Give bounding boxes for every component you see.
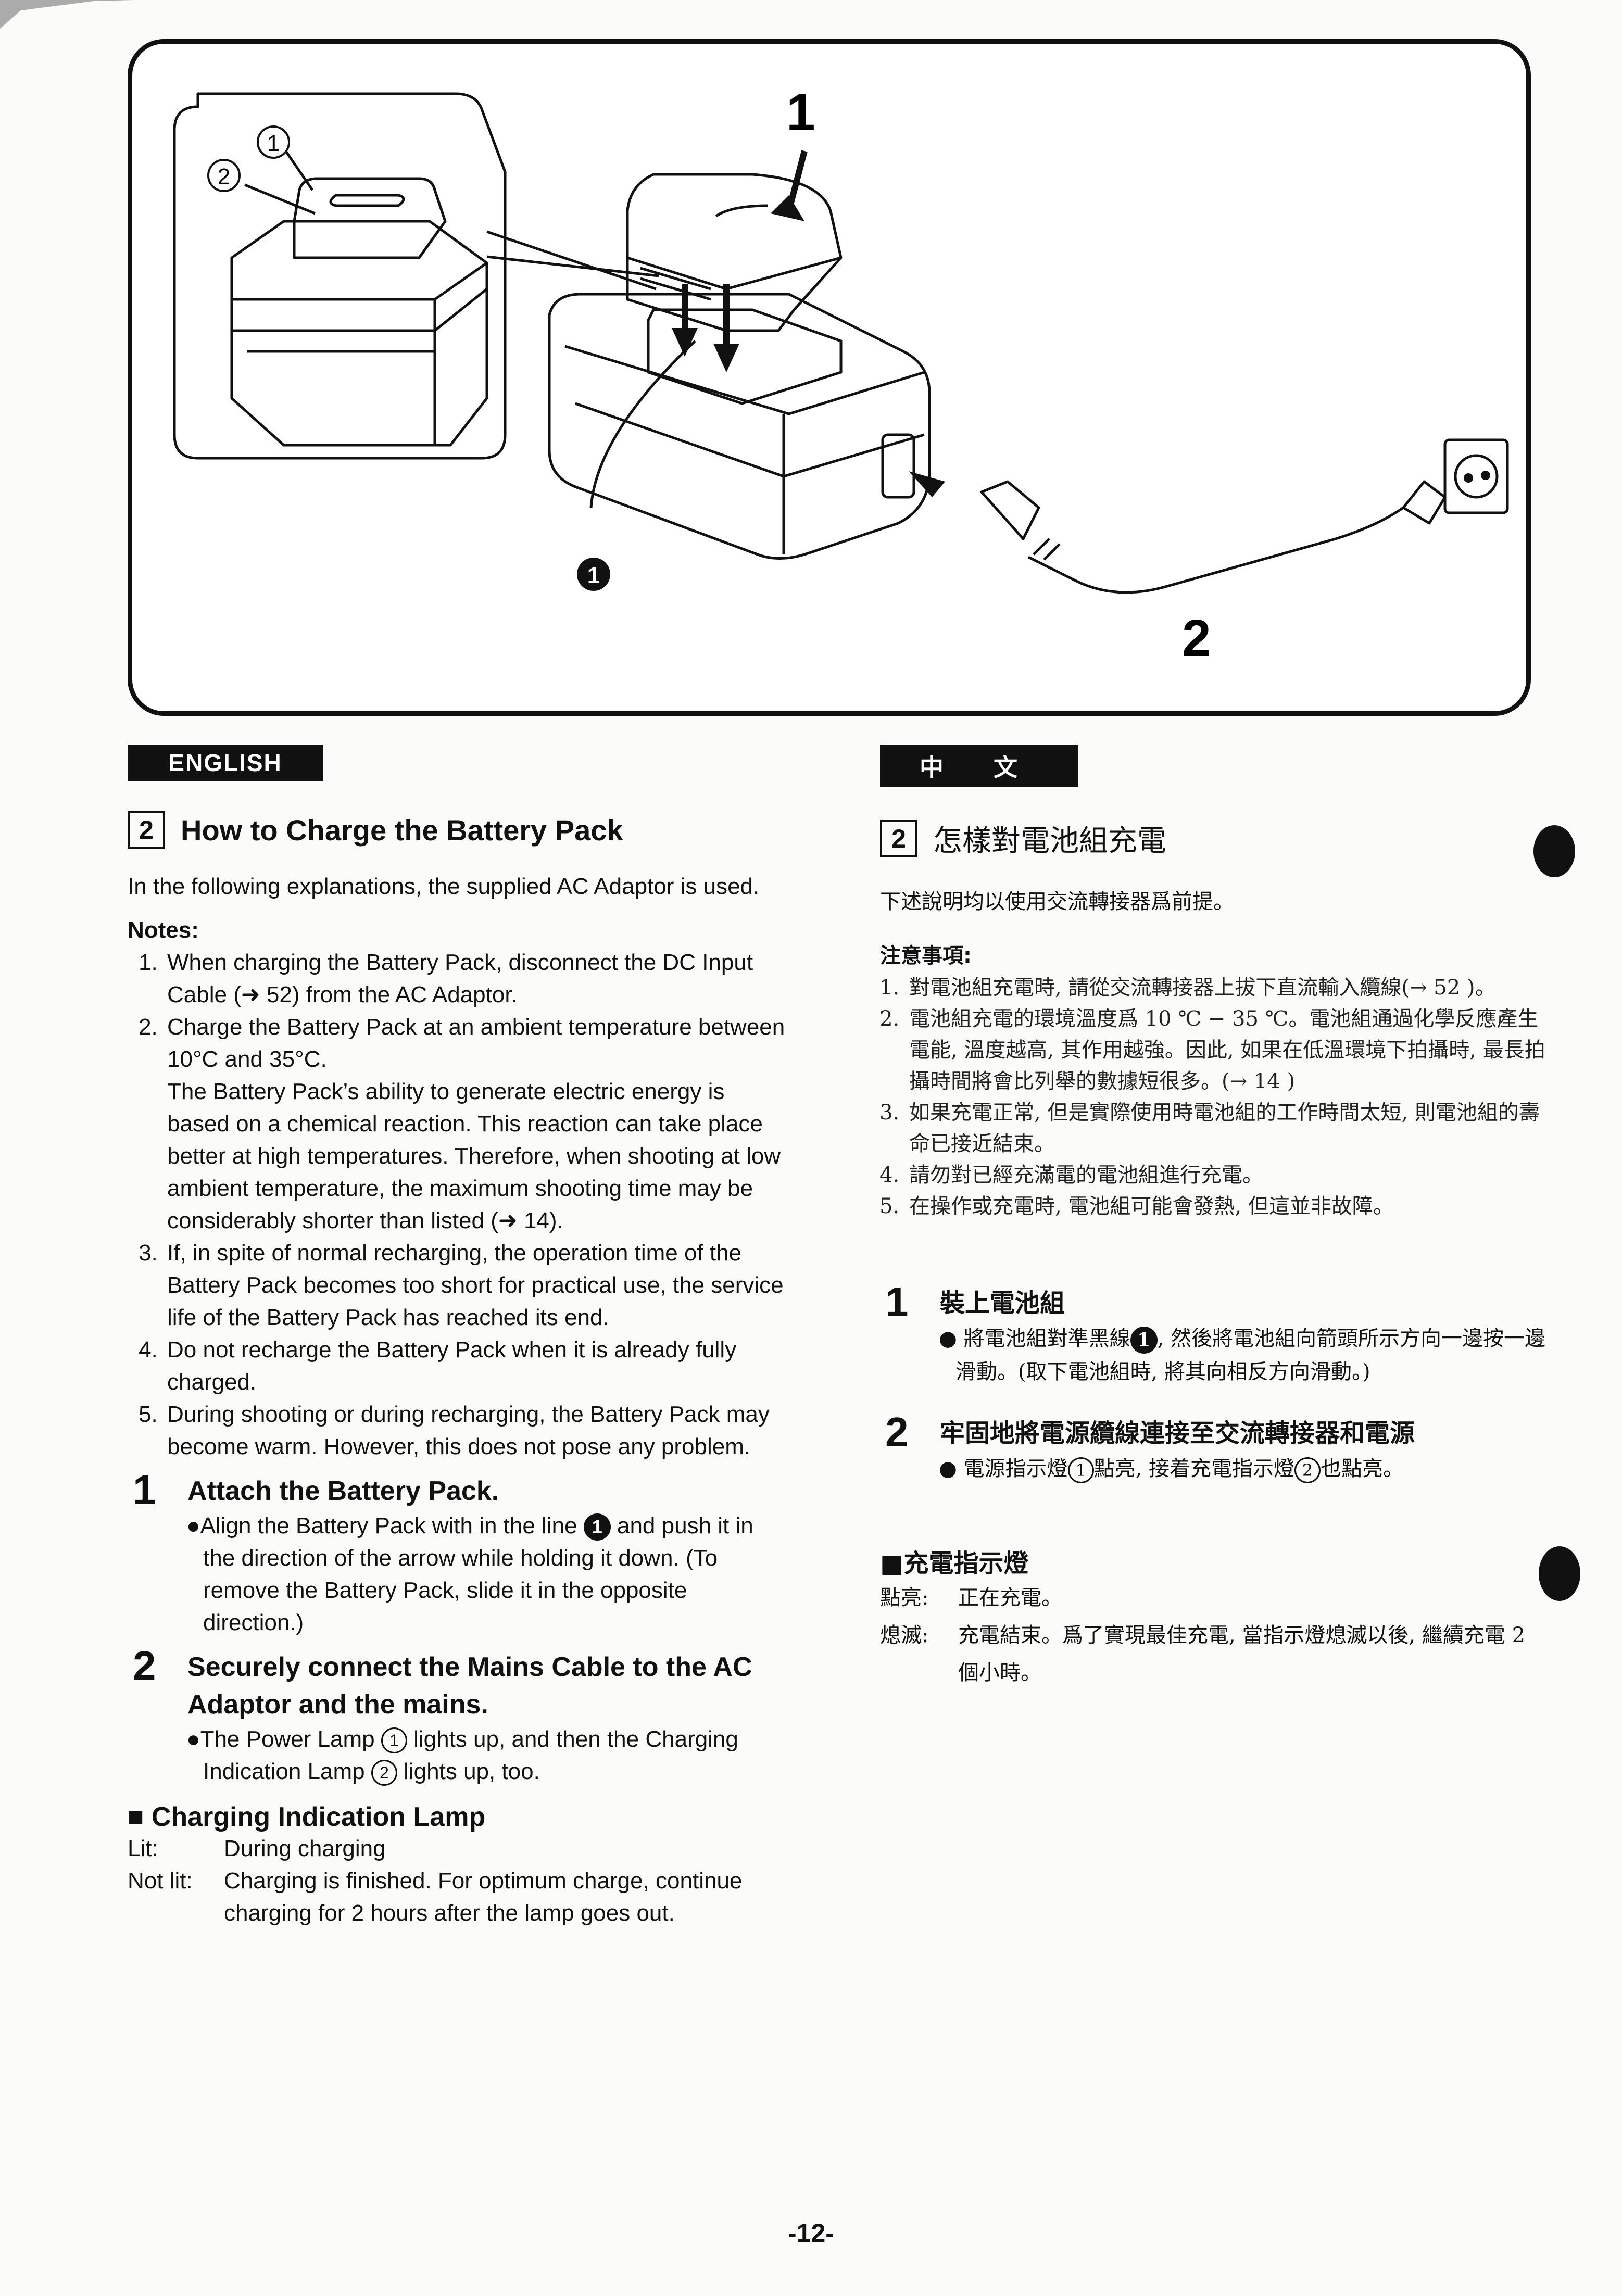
english-column: ENGLISH 2 How to Charge the Battery Pack…: [128, 745, 789, 1929]
chinese-column: 中 文 2 怎樣對電池組充電 下述說明均以使用交流轉接器爲前提。 注意事項: 對…: [880, 745, 1546, 1692]
note-2-detail: The Battery Pack’s ability to generate e…: [167, 1079, 781, 1233]
wall-socket: [1443, 438, 1509, 514]
ring-1-icon: 1: [1067, 1457, 1094, 1483]
svg-text:1: 1: [267, 131, 280, 156]
callout-1: 1: [786, 83, 815, 142]
step-1: 1 Attach the Battery Pack. ●Align the Ba…: [128, 1467, 789, 1639]
lamp-title: ■ Charging Indication Lamp: [128, 1802, 486, 1832]
intro-text: 下述說明均以使用交流轉接器爲前提。: [880, 890, 1234, 914]
section-title: 怎樣對電池組充電: [933, 824, 1166, 858]
inset-battery: [293, 177, 447, 259]
note-item: Do not recharge the Battery Pack when it…: [164, 1334, 789, 1398]
charging-illustration: 1 2 1 2 1: [173, 83, 1509, 667]
note-item: 對電池組充電時, 請從交流轉接器上拔下直流輸入纜線(→ 52 )。: [906, 972, 1546, 1003]
figure-frame: [128, 39, 1531, 716]
black-marker-1-icon: 1: [1130, 1327, 1158, 1354]
note-item: When charging the Battery Pack, disconne…: [164, 947, 789, 1011]
mains-cable: [1027, 506, 1404, 594]
lamp-row-lit: Lit:During charging: [128, 1836, 386, 1861]
step-number: 2: [133, 1643, 156, 1689]
note-item: 如果充電正常, 但是實際使用時電池組的工作時間太短, 則電池組的壽命已接近結束。: [906, 1097, 1546, 1159]
note-item: Charge the Battery Pack at an ambient te…: [164, 1011, 789, 1237]
step-title: Securely connect the Mains Cable to the …: [187, 1652, 752, 1720]
section-heading: 2 How to Charge the Battery Pack: [128, 811, 789, 849]
intro-text: In the following explanations, the suppl…: [128, 874, 760, 899]
step-number: 2: [885, 1409, 909, 1455]
black-marker-1-icon: 1: [583, 1513, 611, 1541]
step-number: 1: [133, 1467, 156, 1513]
step-title: 裝上電池組: [940, 1289, 1065, 1318]
note-item: If, in spite of normal recharging, the o…: [164, 1237, 789, 1334]
note-item: During shooting or during recharging, th…: [164, 1398, 789, 1463]
lamp-row-lit: 點亮:正在充電。: [880, 1586, 1062, 1610]
section-number: 2: [128, 811, 165, 849]
callout-2: 2: [1182, 609, 1211, 667]
step-title: Attach the Battery Pack.: [187, 1476, 499, 1506]
lamp-title: ■充電指示燈: [880, 1549, 1029, 1578]
step-body: ●The Power Lamp 1 lights up, and then th…: [186, 1723, 789, 1788]
english-badge: ENGLISH: [128, 745, 323, 781]
lamp-row-not-lit: Not lit:Charging is finished. For optimu…: [128, 1868, 743, 1926]
step-title: 牢固地將電源纜線連接至交流轉接器和電源: [940, 1419, 1415, 1448]
ring-2-icon: 2: [1294, 1457, 1321, 1483]
punch-hole: [1539, 1546, 1580, 1601]
step-2: 2 Securely connect the Mains Cable to th…: [128, 1643, 789, 1788]
notes-title: Notes:: [128, 917, 199, 943]
scan-corner-mark: [0, 0, 135, 29]
svg-text:2: 2: [218, 164, 230, 190]
svg-text:1: 1: [587, 563, 600, 588]
callout-ring-2: 2: [207, 159, 241, 192]
section-heading: 2 怎樣對電池組充電: [880, 817, 1546, 860]
note-item: 在操作或充電時, 電池組可能會發熱, 但這並非故障。: [906, 1191, 1546, 1222]
lamp-row-not-lit: 熄滅:充電結束。爲了實現最佳充電, 當指示燈熄滅以後, 繼續充電 2 個小時。: [880, 1623, 1526, 1685]
section-title: How to Charge the Battery Pack: [181, 813, 623, 847]
step-body: ●Align the Battery Pack with in the line…: [186, 1513, 753, 1635]
notes-list: When charging the Battery Pack, disconne…: [128, 947, 789, 1463]
ring-1-icon: 1: [381, 1727, 407, 1754]
callout-black-1: 1: [577, 558, 610, 591]
main-charger: [548, 293, 931, 560]
notes-list: 對電池組充電時, 請從交流轉接器上拔下直流輸入纜線(→ 52 )。 電池組充電的…: [880, 972, 1546, 1222]
notes-title: 注意事項:: [880, 944, 972, 968]
section-number: 2: [880, 819, 917, 857]
chinese-badge: 中 文: [880, 745, 1078, 787]
main-battery: [626, 173, 843, 332]
punch-hole: [1533, 825, 1575, 877]
step-number: 1: [885, 1279, 909, 1325]
inset-charger: [230, 220, 488, 447]
ring-2-icon: 2: [371, 1760, 397, 1786]
inset-panel: [173, 92, 507, 460]
note-item: 請勿對已經充滿電的電池組進行充電。: [906, 1159, 1546, 1191]
page-number: -12-: [788, 2218, 834, 2248]
callout-ring-1: 1: [257, 125, 290, 159]
note-item: 電池組充電的環境溫度爲 10 ℃ − 35 ℃。電池組通過化學反應產生電能, 溫…: [906, 1003, 1546, 1097]
